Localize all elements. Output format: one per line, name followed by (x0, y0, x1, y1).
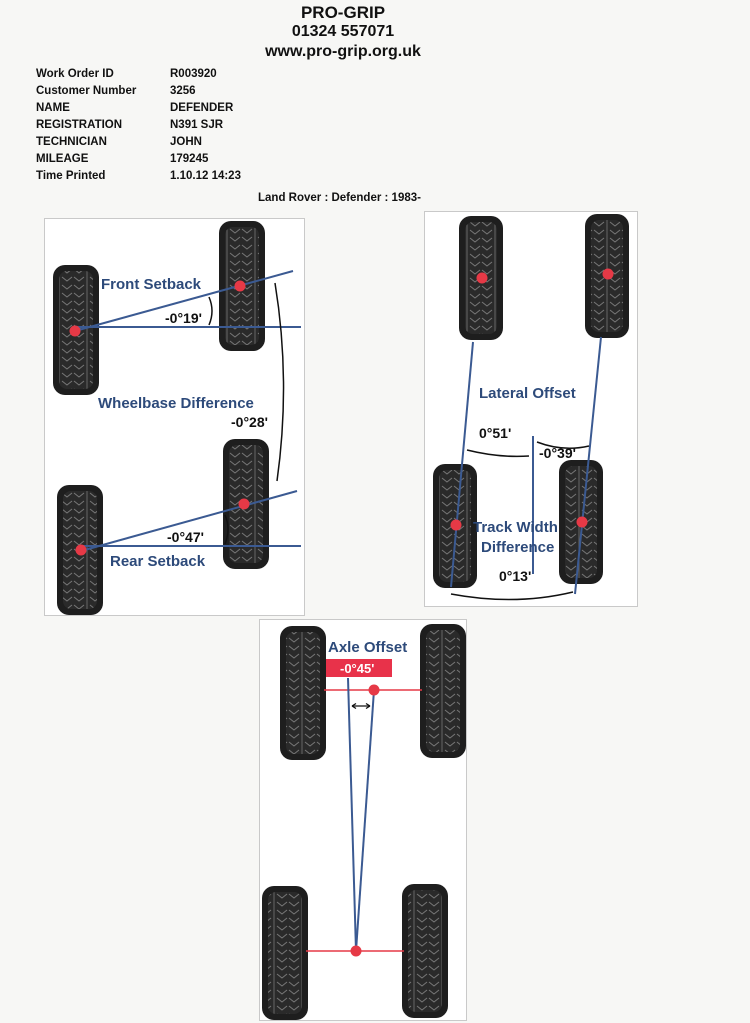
marker-front-axle (368, 684, 380, 696)
right-wheel-line (574, 336, 602, 595)
thrust-line (355, 689, 375, 952)
track-width-arc (450, 591, 574, 601)
rear-setback-label: Rear Setback (110, 553, 206, 570)
info-label: Work Order ID (36, 68, 114, 80)
info-value: DEFENDER (170, 102, 234, 114)
front-setback-value: -0°19' (165, 310, 202, 326)
front-setback-label: Front Setback (101, 276, 202, 293)
lateral-offset-right-value: -0°39' (539, 445, 576, 461)
tyre-rear-left-icon (262, 886, 308, 1020)
offset-arrowheads (351, 702, 371, 710)
info-label: Customer Number (36, 85, 137, 97)
info-label: REGISTRATION (36, 119, 123, 131)
front-setback-line (74, 270, 294, 332)
info-value: R003920 (170, 68, 217, 80)
wheelbase-difference-label: Wheelbase Difference (98, 395, 254, 412)
company-phone: 01324 557071 (291, 23, 395, 40)
marker-front-left (69, 325, 81, 337)
info-value: 1.10.12 14:23 (170, 170, 241, 182)
marker-rear-axle (350, 945, 362, 957)
company-website: www.pro-grip.org.uk (265, 43, 421, 60)
axle-offset-diagram-panel: Axle Offset -0°45' (259, 619, 467, 1021)
company-name: PRO-GRIP (300, 3, 386, 22)
left-wheel-line (450, 341, 474, 588)
vehicle-model: Land Rover : Defender : 1983- (258, 192, 421, 204)
axle-offset-label: Axle Offset (328, 639, 407, 656)
info-value: 3256 (170, 85, 196, 97)
lateral-offset-label: Lateral Offset (479, 385, 576, 402)
rear-setback-line (80, 490, 298, 552)
info-label: Time Printed (36, 170, 106, 182)
track-width-label-line1: Track Width (473, 519, 558, 536)
tyre-front-right-icon (420, 624, 466, 758)
axle-offset-value: -0°45' (340, 661, 374, 676)
info-label: NAME (36, 102, 70, 114)
info-value: JOHN (170, 136, 202, 148)
info-value: 179245 (170, 153, 209, 165)
marker-front-left (476, 272, 488, 284)
rear-setback-value: -0°47' (167, 529, 204, 545)
marker-rear-left (75, 544, 87, 556)
tyre-rear-right-icon (402, 884, 448, 1018)
lateral-left-arc (466, 449, 530, 458)
wheelbase-arc (274, 282, 285, 482)
lateral-offset-left-value: 0°51' (479, 425, 511, 441)
lateral-right-arc (536, 441, 590, 449)
info-label: MILEAGE (36, 153, 89, 165)
track-width-value: 0°13' (499, 568, 531, 584)
marker-rear-left (450, 519, 462, 531)
info-label: TECHNICIAN (36, 136, 107, 148)
setback-diagram-panel: Front Setback -0°19' Wheelbase Differenc… (44, 218, 305, 616)
track-width-label-line2: Difference (481, 539, 554, 556)
info-value: N391 SJR (170, 119, 224, 131)
marker-front-right (602, 268, 614, 280)
axle-offset-badge (326, 659, 392, 677)
front-angle-arc (208, 296, 213, 326)
marker-front-right (234, 280, 246, 292)
marker-rear-right (238, 498, 250, 510)
marker-rear-right (576, 516, 588, 528)
tyre-front-left-icon (280, 626, 326, 760)
lateral-offset-diagram-panel: Lateral Offset 0°51' -0°39' Track Width … (424, 211, 638, 607)
centre-line (347, 677, 357, 952)
wheelbase-difference-value: -0°28' (231, 414, 268, 430)
rear-angle-arc (224, 514, 229, 545)
